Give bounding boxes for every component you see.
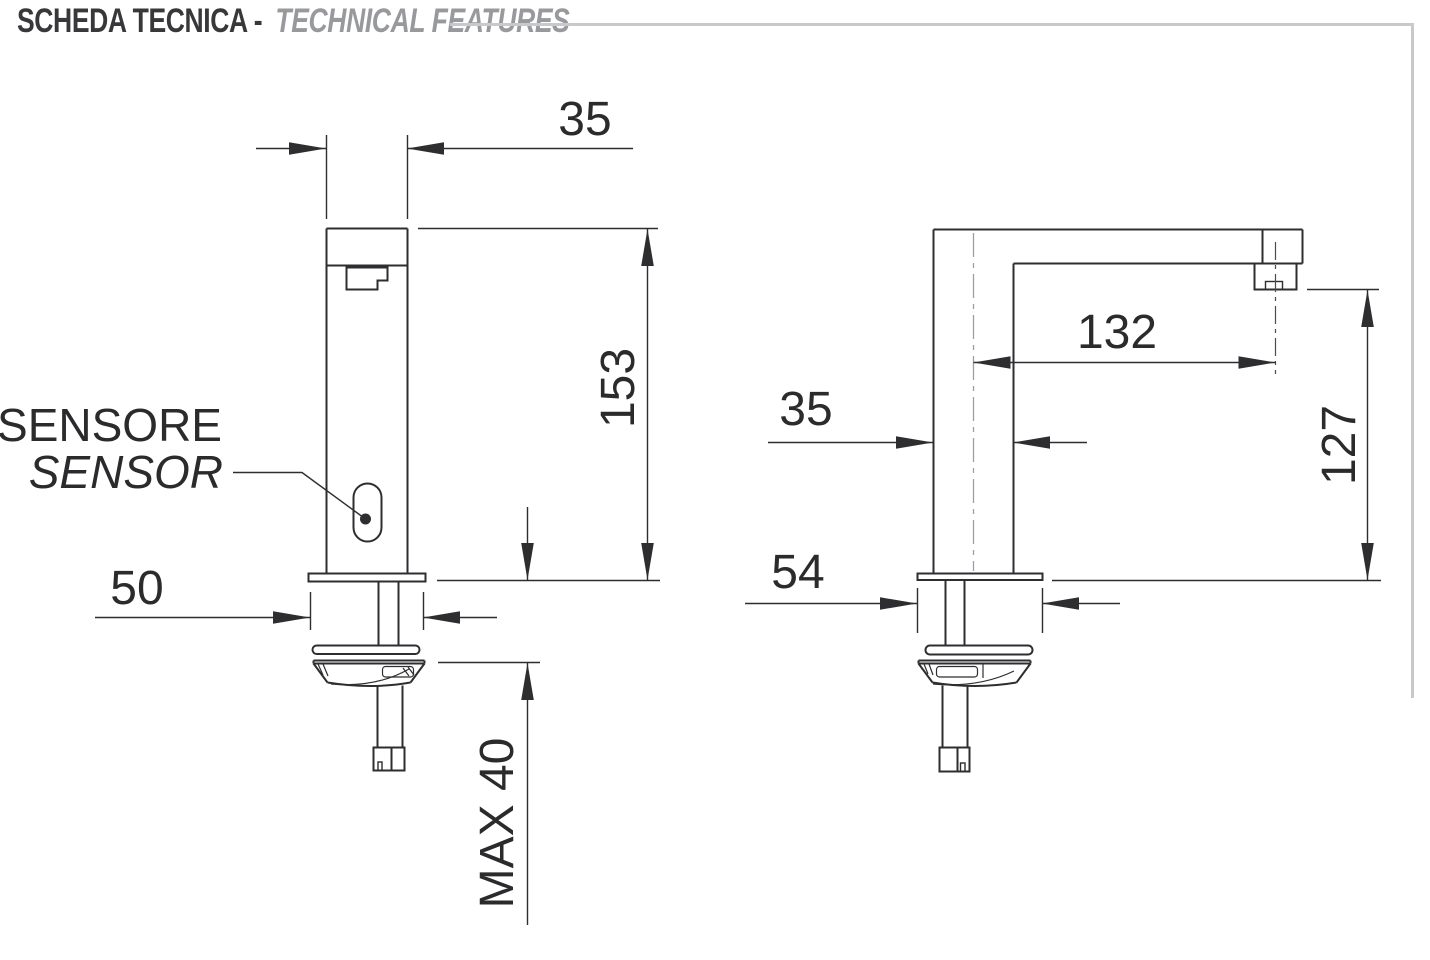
dim-label-spout-reach: 132 xyxy=(1076,306,1158,359)
sensor-label-english: SENSOR xyxy=(28,446,223,498)
side-view-nut-details xyxy=(923,663,1015,686)
dim-label-base-width: 50 xyxy=(110,562,164,615)
dim-label-base-depth: 54 xyxy=(771,546,825,599)
dim-label-height: 153 xyxy=(592,347,645,429)
sensor-label-italian: SENSORE xyxy=(0,399,222,451)
dim-label-max-thickness: MAX 40 xyxy=(471,737,524,909)
front-view-nut-details xyxy=(317,513,415,686)
dim-label-top-width: 35 xyxy=(558,93,612,146)
page-title: SCHEDA TECNICA - TECHNICAL FEATURES xyxy=(17,2,570,41)
dim-label-spout-height: 127 xyxy=(1313,404,1366,486)
dimension-lines xyxy=(95,135,1381,925)
title-italian: SCHEDA TECNICA - xyxy=(17,2,263,40)
border-rule-vertical xyxy=(1411,23,1414,698)
header-rule-horizontal xyxy=(450,23,1414,26)
front-view-outline xyxy=(307,227,427,772)
dimension-arrowheads xyxy=(273,142,1374,700)
dim-label-body-depth: 35 xyxy=(779,383,833,436)
title-english: TECHNICAL FEATURES xyxy=(275,2,570,40)
side-view-outline xyxy=(916,228,1304,773)
